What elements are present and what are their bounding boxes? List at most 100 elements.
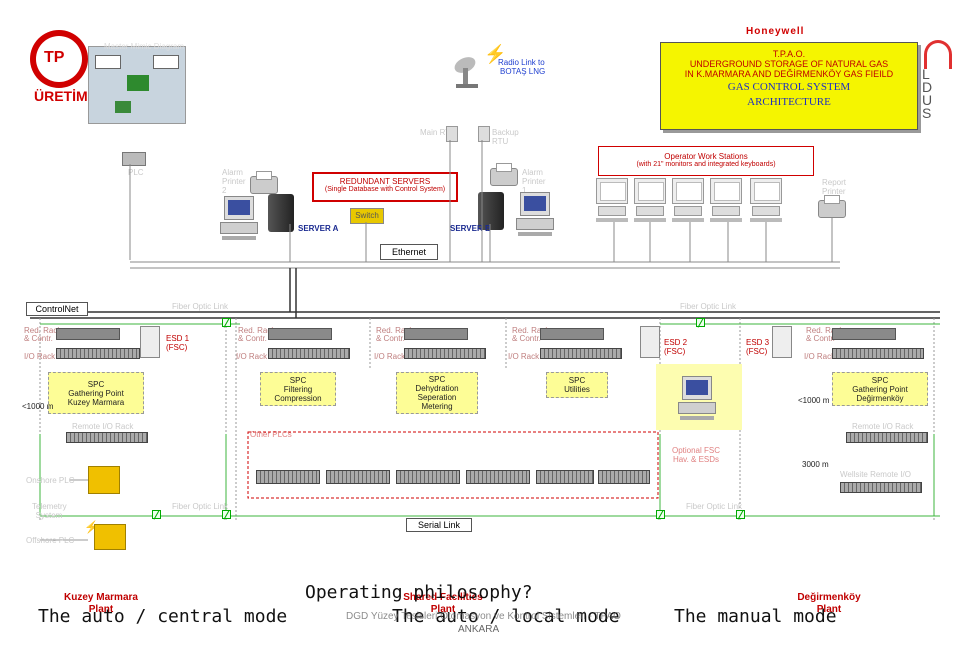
lightning-icon: ⚡ — [484, 44, 507, 64]
plant-left: Kuzey Marmara Plant — [46, 592, 156, 616]
spc-line: Seperation — [417, 393, 457, 402]
controller-rack — [56, 328, 120, 340]
io-rack-label: I/O Rack — [24, 352, 56, 361]
local-hmi-pc — [678, 376, 716, 420]
ows-sub: (with 21" monitors and integrated keyboa… — [636, 161, 776, 168]
fiber-switch-icon — [222, 318, 231, 327]
other-plc-rack — [466, 470, 530, 484]
tp-logo-text: TP — [44, 49, 65, 66]
esd2-icon — [640, 326, 660, 358]
brand-tail: ÜRETİM — [34, 88, 88, 104]
plant-right-sub: Plant — [816, 604, 842, 615]
title-blue-2: ARCHITECTURE — [747, 96, 831, 108]
plant-right-name: Değirmenköy — [797, 592, 861, 603]
mimic-label: Master Mimic Diagram — [104, 42, 185, 51]
plant-mid-name: Shared Facilities — [403, 592, 483, 603]
controller-rack — [404, 328, 468, 340]
spc-line: Dehydration — [415, 384, 459, 393]
title-box: T.P.A.O. UNDERGROUND STORAGE OF NATURAL … — [660, 42, 918, 130]
io-rack — [540, 348, 622, 359]
alarm-printer-left-icon — [250, 171, 278, 194]
optional-fsc-label: Optional FSC Hav. & ESDs — [671, 446, 721, 464]
alarm-printer-left-label: Alarm Printer 2 — [222, 168, 246, 195]
switch-box: Switch — [350, 208, 384, 224]
remote-io-left-label: Remote I/O Rack — [72, 422, 134, 431]
and-contr-label: & Contr. — [24, 334, 53, 343]
controller-rack — [268, 328, 332, 340]
offshore-plc-label: Offshore PLC — [26, 536, 75, 545]
redundant-servers-sub: (Single Database with Control System) — [324, 186, 446, 193]
redundant-servers-box: REDUNDANT SERVERS (Single Database with … — [312, 172, 458, 202]
esd3-icon — [772, 326, 792, 358]
other-plc-rack — [256, 470, 320, 484]
fiber-label-1: Fiber Optic Link — [172, 302, 229, 311]
fiber-switch-icon — [696, 318, 705, 327]
spc-line: Kuzey Marmara — [67, 397, 125, 407]
title-line-1: T.P.A.O. — [772, 49, 806, 59]
wellsite-io-rack — [840, 482, 922, 493]
radio-label-1: Radio Link to — [498, 58, 545, 67]
other-plc-rack — [598, 470, 650, 484]
esd3-label-1: ESD 3 — [746, 338, 770, 347]
ows-title: Operator Work Stations — [664, 152, 748, 161]
pc-left — [220, 196, 258, 240]
workstation-3 — [672, 178, 704, 222]
fiber-switch-icon — [222, 510, 231, 519]
spc-line: Değirmenköy — [856, 393, 904, 403]
spc-degirmenkoy: SPC Gathering Point Değirmenköy — [832, 372, 928, 406]
spc-line: SPC — [87, 379, 105, 389]
spc-line: Utilities — [564, 385, 590, 394]
workstation-1 — [596, 178, 628, 222]
remote-io-right-label: Remote I/O Rack — [852, 422, 914, 431]
spc-line: SPC — [428, 375, 446, 384]
plc-top-icon — [122, 152, 146, 166]
plc-top-label: PLC — [128, 168, 144, 177]
plant-right: Değirmenköy Plant — [774, 592, 884, 616]
plant-mid: Shared Facilities Plant — [388, 592, 498, 616]
workstation-4 — [710, 178, 742, 222]
esd2-label-1: ESD 2 — [664, 338, 688, 347]
controller-rack — [832, 328, 896, 340]
fiber-switch-icon — [152, 510, 161, 519]
plant-mid-sub: Plant — [430, 604, 456, 615]
esd1-label-1: ESD 1 — [166, 334, 190, 343]
mode-auto-central: The auto / central mode — [38, 606, 288, 627]
spc-line: Gathering Point — [852, 384, 908, 394]
honeywell-logo: Honeywell — [746, 26, 805, 37]
workstation-5 — [750, 178, 782, 222]
io-rack — [56, 348, 140, 359]
tp-logo: TP — [30, 30, 88, 88]
onshore-plc-icon — [88, 466, 120, 494]
red-rack-label: Red. Rack — [512, 326, 550, 335]
dist-3000-label: 3000 m — [802, 460, 829, 469]
server-b-label: SERVER B — [450, 224, 491, 233]
plant-left-name: Kuzey Marmara — [64, 592, 138, 603]
remote-io-rack — [66, 432, 148, 443]
dgd-text: DGD Yüzey Tesisleri Otomasyon ve Kontrol… — [346, 611, 621, 622]
mode-auto-local: The auto / local mode — [392, 606, 620, 627]
spc-line: SPC — [871, 375, 889, 385]
workstation-2 — [634, 178, 666, 222]
report-printer-icon — [818, 195, 846, 218]
red-rack-label: Red. Rack — [376, 326, 414, 335]
serial-link-label: Serial Link — [406, 518, 472, 532]
main-rtu-icon — [446, 126, 458, 142]
io-rack-label: I/O Rack — [374, 352, 406, 361]
alarm-printer-right-icon — [490, 163, 518, 186]
title-blue-1: GAS CONTROL SYSTEM — [727, 81, 851, 93]
other-plc-rack — [326, 470, 390, 484]
red-rack-label: Red. Rack — [806, 326, 844, 335]
ows-box: Operator Work Stations (with 21" monitor… — [598, 146, 814, 176]
radio-label-2: BOTAŞ LNG — [500, 67, 546, 76]
io-rack-label: I/O Rack — [236, 352, 268, 361]
red-rack-label: Red. Rack — [24, 326, 62, 335]
fiber-switch-icon — [656, 510, 665, 519]
esd1-label-2: (FSC) — [166, 343, 188, 352]
dist-right-label: <1000 m — [798, 396, 830, 405]
spc-line: Filtering — [283, 384, 313, 394]
offshore-plc-icon — [94, 524, 126, 550]
io-rack — [832, 348, 924, 359]
spc-line: SPC — [568, 376, 586, 385]
